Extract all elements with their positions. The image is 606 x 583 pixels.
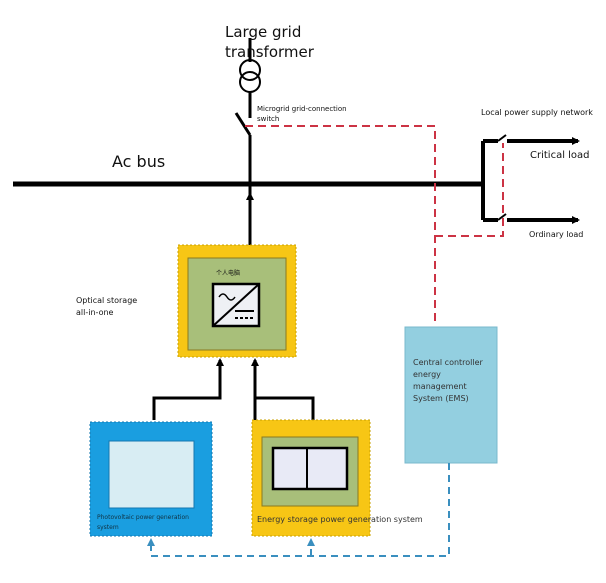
local-network-label: Local power supply network (481, 108, 593, 117)
inverter-icon (211, 282, 261, 328)
transformer-label: Large grid transformer (225, 23, 314, 61)
optical-storage-line1: Optical storage (76, 296, 138, 305)
switch-label: Microgrid grid-connection switch (257, 104, 347, 124)
load-branch (481, 134, 580, 224)
control-signal-lines (245, 125, 504, 325)
pv-inverter-link (152, 358, 224, 420)
grid-switch-icon (234, 112, 252, 184)
ems-line2: energy (413, 370, 441, 379)
comm-lines (150, 463, 450, 557)
optical-storage-label: Optical storage all-in-one (76, 295, 137, 319)
ems-line1: Central controller (413, 358, 483, 367)
ems-line3: management (413, 382, 467, 391)
optical-storage-line2: all-in-one (76, 308, 114, 317)
ems-line4: System (EMS) (413, 394, 469, 403)
ems-controller[interactable] (404, 326, 498, 464)
switch-label-line1: Microgrid grid-connection (257, 105, 347, 113)
pv-line1: Photovoltaic power generation (97, 514, 189, 521)
ac-bus-label: Ac bus (112, 152, 166, 171)
inverter-caption: 个人电脑 (216, 270, 241, 277)
battery-icon (271, 446, 349, 491)
critical-load-label: Critical load (530, 150, 590, 161)
ordinary-load-label: Ordinary load (529, 230, 584, 239)
pv-label: Photovoltaic power generation system (97, 513, 189, 533)
pv-line2: system (97, 524, 119, 531)
storage-label: Energy storage power generation system (257, 515, 423, 524)
switch-label-line2: switch (257, 115, 280, 123)
transformer-icon (239, 38, 261, 118)
